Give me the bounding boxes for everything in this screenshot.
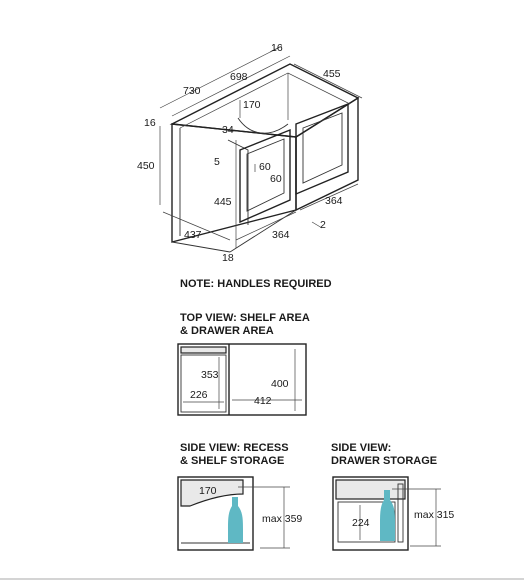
side-view-drawer: SIDE VIEW: DRAWER STORAGE 224 max 315 (331, 442, 454, 551)
dim-455: 455 (323, 68, 341, 80)
recess-title-2: & SHELF STORAGE (180, 455, 284, 467)
top-view-shelf-area (180, 354, 227, 413)
top-view-title-2: & DRAWER AREA (180, 325, 274, 337)
dim-170-recess: 170 (199, 485, 217, 497)
recess-curve (237, 117, 289, 134)
dim-5: 5 (214, 156, 220, 168)
left-door (239, 128, 291, 224)
recess-title-1: SIDE VIEW: RECESS (180, 442, 289, 454)
dim-16-top: 16 (271, 42, 283, 54)
dim-412: 412 (254, 395, 272, 407)
dim-max-315: max 315 (414, 509, 454, 521)
drawer-top-panel (335, 479, 406, 500)
dim-364-a: 364 (272, 229, 290, 241)
dim-max-359: max 359 (262, 513, 302, 525)
dim-400: 400 (271, 378, 289, 390)
drawer-front (397, 483, 404, 543)
drawer-title-1: SIDE VIEW: (331, 442, 391, 454)
dim-2: 2 (320, 219, 326, 231)
dim-line-364b (299, 183, 359, 211)
top-view-title-1: TOP VIEW: SHELF AREA (180, 312, 310, 324)
dim-60-a: 60 (259, 161, 271, 173)
dim-730: 730 (183, 85, 201, 97)
dim-34: 34 (222, 124, 234, 136)
dim-437: 437 (184, 229, 202, 241)
dim-364-b: 364 (325, 195, 343, 207)
dim-445: 445 (214, 196, 232, 208)
recess-outline (177, 476, 254, 551)
drawer-outline (332, 476, 409, 551)
dim-353: 353 (201, 369, 219, 381)
drawer-title-2: DRAWER STORAGE (331, 455, 437, 467)
dim-18: 18 (222, 252, 234, 264)
side-view-recess: SIDE VIEW: RECESS & SHELF STORAGE 170 ma… (177, 442, 302, 551)
bottle-icon (228, 497, 243, 543)
dim-line-698 (171, 55, 291, 117)
dim-698: 698 (230, 71, 248, 83)
shelf-edge (227, 139, 249, 225)
dim-226: 226 (190, 389, 208, 401)
cabinet-base-front (171, 241, 231, 253)
drawer-box (337, 501, 396, 543)
dim-line-2 (311, 221, 323, 229)
right-door (295, 102, 349, 196)
dim-16-left: 16 (144, 117, 156, 129)
dim-line-730 (159, 45, 283, 109)
dim-line-437 (162, 211, 231, 241)
dim-170: 170 (243, 99, 261, 111)
dim-line-364a (235, 211, 297, 241)
bottle-icon (380, 490, 395, 541)
isometric-cabinet: 16 698 730 455 170 16 34 5 60 60 450 445… (137, 42, 363, 264)
dim-line-455 (293, 63, 363, 99)
recess-curve-panel (180, 479, 244, 507)
top-view: TOP VIEW: SHELF AREA & DRAWER AREA 353 2… (177, 312, 310, 416)
dim-224: 224 (352, 517, 370, 529)
top-view-outline (177, 343, 307, 416)
left-door-panel (246, 138, 285, 212)
dim-60-b: 60 (270, 173, 282, 185)
top-view-shelf-back (180, 346, 227, 354)
right-door-panel (302, 112, 343, 184)
handles-note: NOTE: HANDLES REQUIRED (180, 278, 332, 290)
dim-450: 450 (137, 160, 155, 172)
